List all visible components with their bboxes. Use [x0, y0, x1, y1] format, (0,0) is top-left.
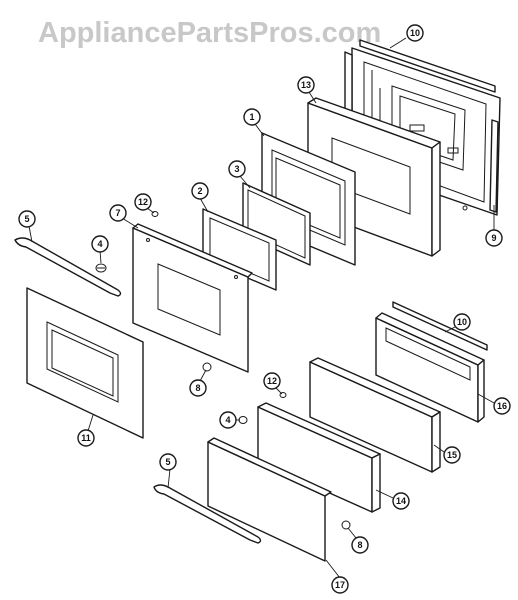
svg-text:5: 5 — [165, 457, 170, 467]
svg-text:8: 8 — [357, 540, 362, 550]
svg-text:15: 15 — [447, 450, 457, 460]
screw-8b — [341, 520, 351, 530]
handle-spacer-4b — [238, 416, 248, 424]
callout-2: 2 — [191, 182, 209, 200]
svg-text:12: 12 — [267, 376, 277, 386]
callout-4-upper: 4 — [91, 235, 109, 253]
drawer-frame — [257, 402, 381, 513]
svg-text:8: 8 — [195, 383, 200, 393]
callout-4-lower: 4 — [219, 411, 237, 429]
callout-12-upper: 12 — [134, 193, 152, 211]
callout-12-lower: 12 — [263, 372, 281, 390]
svg-text:4: 4 — [97, 239, 102, 249]
callout-11: 11 — [77, 429, 95, 447]
callout-8-upper: 8 — [189, 379, 207, 397]
top-gasket-strip — [359, 39, 496, 93]
callout-7: 7 — [109, 204, 127, 222]
inner-door-panel — [132, 223, 253, 373]
handle-spacer-4a — [95, 263, 107, 273]
callout-15: 15 — [443, 446, 461, 464]
leader-lines — [28, 37, 495, 579]
svg-text:12: 12 — [138, 197, 148, 207]
callout-5-upper: 5 — [18, 210, 36, 228]
watermark-text: AppliancePartsPros.com — [38, 17, 381, 49]
callout-10-lower: 10 — [453, 313, 471, 331]
glass-panel — [242, 182, 311, 266]
screw-8a — [202, 362, 212, 372]
svg-text:1: 1 — [249, 112, 254, 122]
callout-5-lower: 5 — [159, 453, 177, 471]
drawer-gasket-strip — [392, 301, 488, 351]
svg-text:2: 2 — [197, 186, 202, 196]
drawer-handle — [153, 484, 262, 544]
drawer-liner — [375, 312, 485, 423]
window-frame — [202, 208, 277, 291]
drawer-back-panel — [309, 357, 441, 473]
svg-text:7: 7 — [115, 208, 120, 218]
callout-16: 16 — [493, 397, 511, 415]
svg-text:14: 14 — [396, 496, 406, 506]
callout-17: 17 — [331, 576, 349, 594]
side-trim-strip — [489, 119, 499, 213]
callout-10-top: 10 — [406, 24, 424, 42]
svg-text:3: 3 — [234, 164, 239, 174]
callout-14: 14 — [392, 492, 410, 510]
svg-text:16: 16 — [497, 401, 507, 411]
svg-text:10: 10 — [410, 28, 420, 38]
svg-text:11: 11 — [81, 433, 91, 443]
svg-text:13: 13 — [301, 80, 311, 90]
callout-8-lower: 8 — [351, 536, 369, 554]
drawer-front-panel — [207, 437, 332, 562]
callout-3: 3 — [228, 160, 246, 178]
callout-9: 9 — [485, 229, 503, 247]
svg-text:5: 5 — [24, 214, 29, 224]
callout-13: 13 — [297, 76, 315, 94]
callout-1: 1 — [243, 108, 261, 126]
svg-text:4: 4 — [225, 415, 230, 425]
svg-text:10: 10 — [457, 317, 467, 327]
svg-text:17: 17 — [335, 580, 345, 590]
oven-door-handle — [14, 237, 122, 297]
outer-door-panel — [26, 287, 144, 439]
svg-text:9: 9 — [491, 233, 496, 243]
